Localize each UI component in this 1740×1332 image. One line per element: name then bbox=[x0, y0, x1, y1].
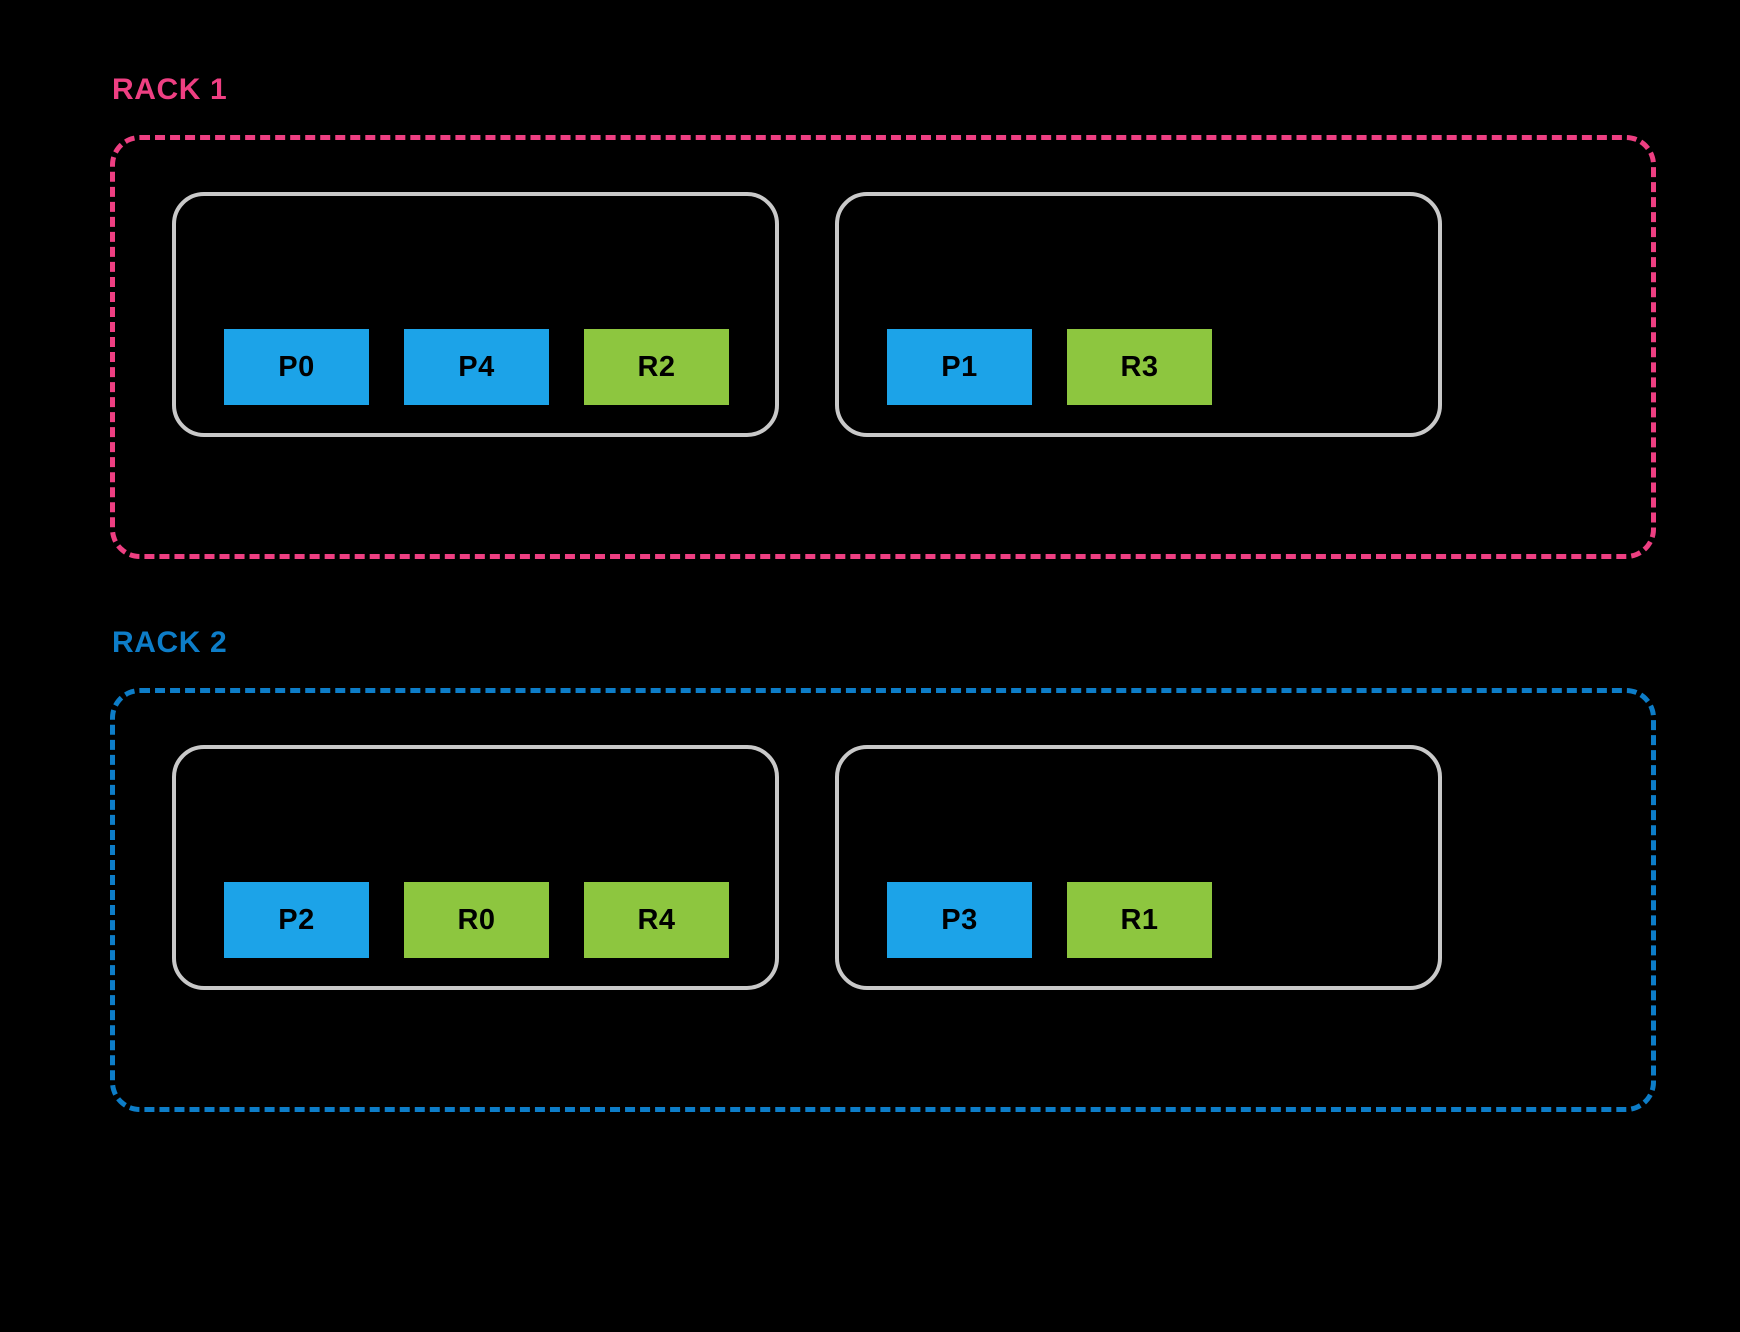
rack-label-2: RACK 2 bbox=[112, 626, 228, 659]
node-box-2: P1 R3 bbox=[835, 192, 1442, 437]
chip-p4[interactable]: P4 bbox=[404, 329, 549, 405]
node-items-4: P3 R1 bbox=[887, 882, 1212, 958]
rack-boundary-2: P2 R0 R4 P3 R1 bbox=[110, 688, 1656, 1112]
node-items-3: P2 R0 R4 bbox=[224, 882, 729, 958]
node-box-4: P3 R1 bbox=[835, 745, 1442, 990]
node-items-2: P1 R3 bbox=[887, 329, 1212, 405]
rack-label-1: RACK 1 bbox=[112, 73, 228, 106]
chip-r3[interactable]: R3 bbox=[1067, 329, 1212, 405]
node-box-1: P0 P4 R2 bbox=[172, 192, 779, 437]
chip-p2[interactable]: P2 bbox=[224, 882, 369, 958]
chip-r0[interactable]: R0 bbox=[404, 882, 549, 958]
chip-r2[interactable]: R2 bbox=[584, 329, 729, 405]
node-items-1: P0 P4 R2 bbox=[224, 329, 729, 405]
chip-p3[interactable]: P3 bbox=[887, 882, 1032, 958]
node-box-3: P2 R0 R4 bbox=[172, 745, 779, 990]
chip-p0[interactable]: P0 bbox=[224, 329, 369, 405]
chip-r1[interactable]: R1 bbox=[1067, 882, 1212, 958]
rack-boundary-1: P0 P4 R2 P1 R3 bbox=[110, 135, 1656, 559]
chip-r4[interactable]: R4 bbox=[584, 882, 729, 958]
chip-p1[interactable]: P1 bbox=[887, 329, 1032, 405]
